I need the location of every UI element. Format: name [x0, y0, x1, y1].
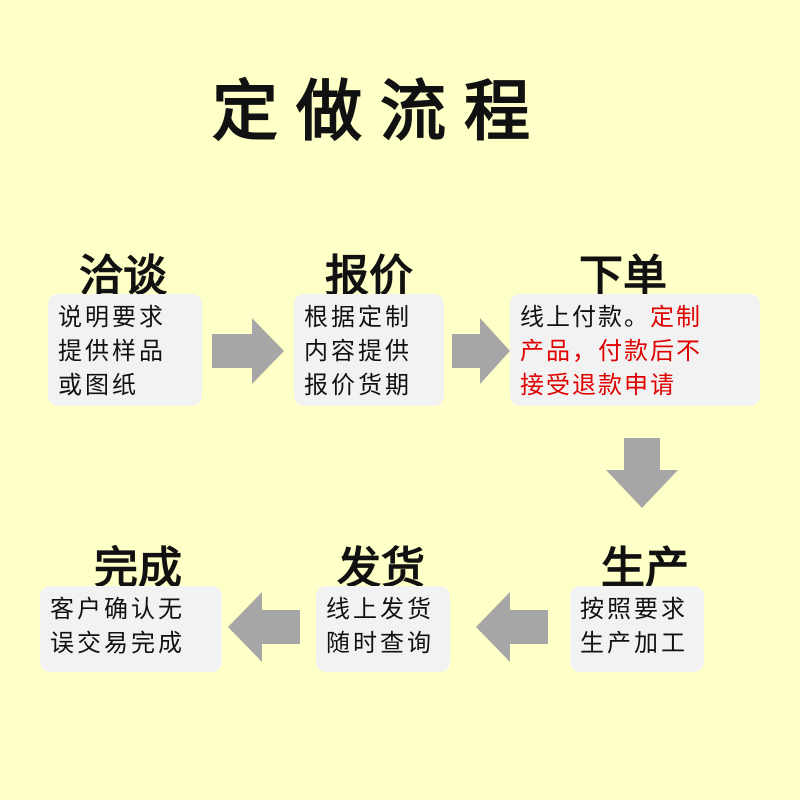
step-order-box: 线上付款。定制 产品，付款后不 接受退款申请 — [510, 294, 760, 406]
step-ship-box: 线上发货 随时查询 — [316, 586, 450, 672]
step-produce-line: 按照要求 — [580, 595, 688, 623]
step-negotiate-title: 洽谈 — [79, 251, 167, 302]
step-complete-box: 客户确认无 误交易完成 — [40, 586, 222, 672]
step-order-line-1: 线上付款。定制 — [520, 300, 750, 334]
step-negotiate-line: 说明要求 — [58, 303, 166, 331]
step-quote-box: 根据定制 内容提供 报价货期 — [294, 294, 444, 406]
step-complete-title: 完成 — [94, 543, 182, 594]
step-ship-title: 发货 — [337, 543, 425, 594]
step-quote-line: 报价货期 — [304, 371, 412, 399]
step-order-line-3: 接受退款申请 — [520, 371, 676, 399]
step-negotiate-line: 提供样品 — [58, 337, 166, 365]
arrow-down-icon — [606, 438, 678, 508]
step-order-text-black: 线上付款。 — [520, 303, 650, 331]
step-complete-line: 误交易完成 — [50, 629, 185, 657]
step-ship-line: 随时查询 — [326, 629, 434, 657]
arrow-right-icon — [452, 318, 510, 384]
step-complete-line: 客户确认无 — [50, 595, 185, 623]
step-negotiate-line: 或图纸 — [58, 371, 139, 399]
step-quote-line: 内容提供 — [304, 337, 412, 365]
step-quote-line: 根据定制 — [304, 303, 412, 331]
arrow-left-icon — [228, 592, 300, 662]
arrow-left-icon — [476, 592, 548, 662]
step-ship-line: 线上发货 — [326, 595, 434, 623]
step-order-line-2: 产品，付款后不 — [520, 337, 702, 365]
step-order-title: 下单 — [579, 251, 667, 302]
step-negotiate-box: 说明要求 提供样品 或图纸 — [48, 294, 202, 406]
arrow-right-icon — [212, 318, 284, 384]
step-quote-title: 报价 — [325, 251, 413, 302]
step-produce-box: 按照要求 生产加工 — [570, 586, 704, 672]
page-title: 定做流程 — [212, 72, 548, 150]
step-produce-title: 生产 — [601, 543, 689, 594]
step-produce-line: 生产加工 — [580, 629, 688, 657]
step-order-text-red: 定制 — [650, 303, 702, 331]
